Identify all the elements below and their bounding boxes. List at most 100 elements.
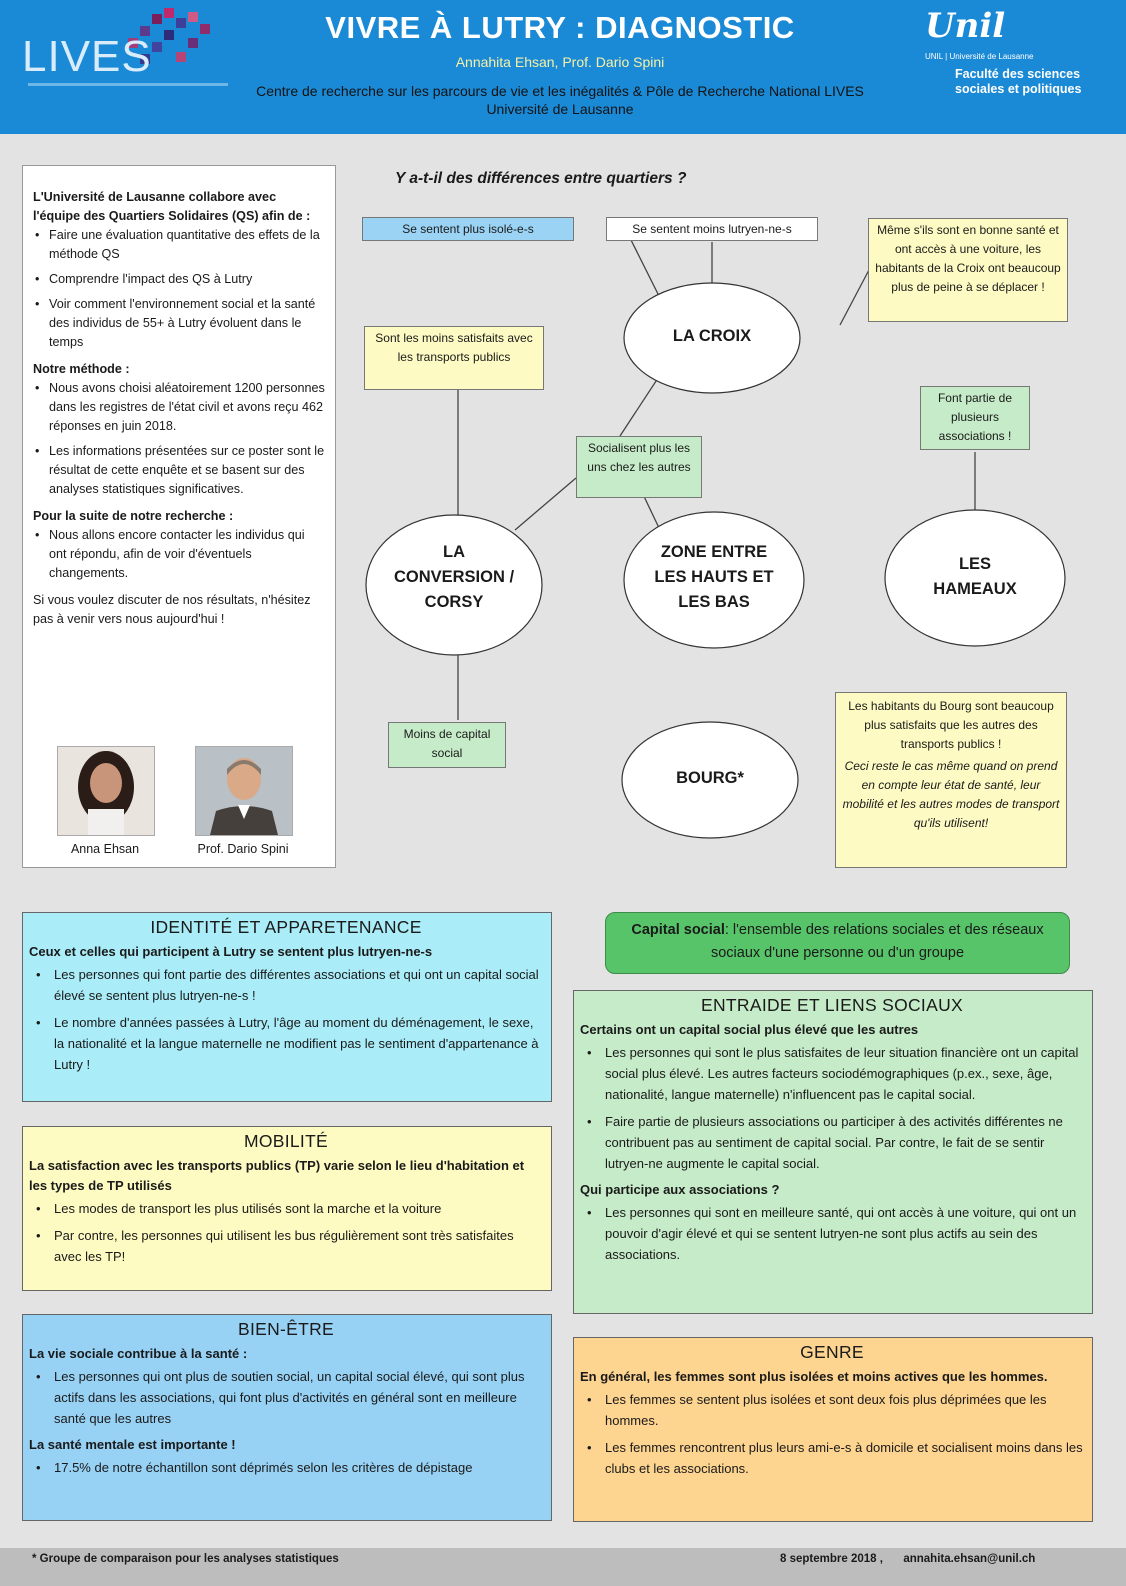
list-item: Les personnes qui font partie des différ…: [29, 964, 543, 1006]
section-title: IDENTITÉ ET APPARETENANCE: [150, 917, 422, 937]
list-item: Faire une évaluation quantitative des ef…: [33, 226, 325, 264]
section-list: Les modes de transport les plus utilisés…: [29, 1198, 543, 1267]
node-label-les-hameaux: LES HAMEAUX: [933, 555, 1017, 598]
next-title: Pour la suite de notre recherche :: [33, 509, 234, 523]
affiliation-line-1: Centre de recherche sur les parcours de …: [256, 83, 864, 99]
footnote: * Groupe de comparaison pour les analyse…: [32, 1553, 339, 1565]
diagram-title: Y a-t-il des différences entre quartiers…: [395, 170, 687, 187]
poster-title: VIVRE À LUTRY : DIAGNOSTIC: [325, 10, 795, 45]
faculty-name: Faculté des sciences sociales et politiq…: [955, 67, 1115, 97]
faculty-line-1: Faculté des sciences: [955, 67, 1081, 81]
unil-logo: Unil UNIL | Université de Lausanne Facul…: [925, 6, 1115, 126]
neighbourhood-diagram: LA CROIX LA CONVERSION / CORSY ZONE ENTR…: [340, 190, 1120, 890]
node-label-la-croix: LA CROIX: [672, 327, 752, 345]
note-bourg-italic: Ceci reste le cas même quand on prend en…: [842, 759, 1060, 830]
connector-line: [619, 374, 661, 437]
intro-lead: L'Université de Lausanne collabore avec …: [33, 190, 311, 223]
node-label-bourg: BOURG*: [676, 769, 744, 787]
section-lead: La vie sociale contribue à la santé :: [29, 1346, 248, 1361]
section-genre: GENRE En général, les femmes sont plus i…: [573, 1337, 1093, 1522]
poster-authors: Annahita Ehsan, Prof. Dario Spini: [455, 54, 665, 70]
section-lead: La satisfaction avec les transports publ…: [29, 1158, 525, 1193]
footer-contact: 8 septembre 2018 , annahita.ehsan@unil.c…: [780, 1553, 1035, 1565]
photo-anna-ehsan: [57, 746, 155, 836]
list-item: Les femmes rencontrent plus leurs ami-e-…: [580, 1437, 1084, 1479]
note-moins-lutryens: Se sentent moins lutryen-ne-s: [606, 217, 818, 241]
section-entraide: ENTRAIDE ET LIENS SOCIAUX Certains ont u…: [573, 990, 1093, 1314]
definition-text: : l'ensemble des relations sociales et d…: [710, 922, 1044, 961]
lives-logo: LIVES: [22, 8, 232, 86]
section-list: Les personnes qui font partie des différ…: [29, 964, 543, 1075]
section-title: GENRE: [800, 1342, 864, 1362]
node-label-zone: ZONE ENTRE LES HAUTS ET LES BAS: [654, 543, 774, 611]
lives-logo-text: LIVES: [22, 32, 152, 81]
affiliation-line-2: Université de Lausanne: [486, 101, 634, 117]
list-item: Nous allons encore contacter les individ…: [33, 526, 325, 583]
node-la-croix: [623, 282, 801, 394]
section-lead: La santé mentale est importante !: [29, 1437, 236, 1452]
node-label-la-conversion: LA CONVERSION / CORSY: [393, 543, 515, 611]
list-item: Les modes de transport les plus utilisés…: [29, 1198, 543, 1219]
unil-logo-line: UNIL | Université de Lausanne: [925, 52, 1034, 61]
poster-affiliation: Centre de recherche sur les parcours de …: [180, 82, 940, 118]
intro-panel: L'Université de Lausanne collabore avec …: [22, 165, 336, 868]
section-lead: Ceux et celles qui participent à Lutry s…: [29, 944, 433, 959]
footer-date: 8 septembre 2018 ,: [780, 1553, 883, 1565]
section-list: Les personnes qui sont en meilleure sant…: [580, 1202, 1084, 1265]
node-la-conversion: [365, 514, 543, 656]
note-bourg-main: Les habitants du Bourg sont beaucoup plu…: [848, 699, 1054, 751]
list-item: Par contre, les personnes qui utilisent …: [29, 1225, 543, 1267]
list-item: Les femmes se sentent plus isolées et so…: [580, 1389, 1084, 1431]
list-item: Faire partie de plusieurs associations o…: [580, 1111, 1084, 1174]
list-item: Le nombre d'années passées à Lutry, l'âg…: [29, 1012, 543, 1075]
section-bien-etre: BIEN-ÊTRE La vie sociale contribue à la …: [22, 1314, 552, 1521]
intro-goals-list: Faire une évaluation quantitative des ef…: [33, 226, 325, 352]
note-moins-capital: Moins de capital social: [388, 722, 506, 768]
connector-line: [839, 267, 871, 326]
next-list: Nous allons encore contacter les individ…: [33, 526, 325, 583]
poster-footer: [0, 1548, 1126, 1586]
note-transports-moins-satisfaits: Sont les moins satisfaits avec les trans…: [364, 326, 544, 390]
photo-label-dario: Prof. Dario Spini: [197, 842, 289, 856]
section-lead: Certains ont un capital social plus élev…: [580, 1022, 919, 1037]
section-list: 17.5% de notre échantillon sont déprimés…: [29, 1457, 543, 1478]
section-list: Les personnes qui sont le plus satisfait…: [580, 1042, 1084, 1174]
section-lead: En général, les femmes sont plus isolées…: [580, 1369, 1048, 1384]
photo-dario-spini: [195, 746, 293, 836]
list-item: Voir comment l'environnement social et l…: [33, 295, 325, 352]
list-item: Les personnes qui ont plus de soutien so…: [29, 1366, 543, 1429]
node-zone: [623, 511, 805, 649]
section-title: ENTRAIDE ET LIENS SOCIAUX: [701, 995, 963, 1015]
photo-label-anna: Anna Ehsan: [70, 842, 140, 856]
section-title: BIEN-ÊTRE: [237, 1319, 335, 1339]
list-item: Comprendre l'impact des QS à Lutry: [33, 270, 325, 289]
definition-term: Capital social: [631, 922, 725, 938]
faculty-line-2: sociales et politiques: [955, 82, 1082, 96]
capital-social-definition: Capital social: l'ensemble des relations…: [605, 912, 1070, 974]
note-socialisent: Socialisent plus les uns chez les autres: [576, 436, 702, 498]
footer-email[interactable]: annahita.ehsan@unil.ch: [903, 1553, 1036, 1565]
unil-logo-script: Unil: [925, 6, 1006, 46]
intro-closing: Si vous voulez discuter de nos résultats…: [33, 593, 311, 626]
note-bourg: Les habitants du Bourg sont beaucoup plu…: [835, 692, 1067, 868]
method-title: Notre méthode :: [33, 362, 130, 376]
section-title: MOBILITÉ: [243, 1131, 329, 1151]
node-bourg: [621, 721, 799, 839]
list-item: Les personnes qui sont le plus satisfait…: [580, 1042, 1084, 1105]
note-plus-isoles: Se sentent plus isolé-e-s: [362, 217, 574, 241]
poster-header: LIVES VIVRE À LUTRY : DIAGNOSTIC Annahit…: [0, 0, 1126, 134]
section-list: Les femmes se sentent plus isolées et so…: [580, 1389, 1084, 1479]
list-item: 17.5% de notre échantillon sont déprimés…: [29, 1457, 543, 1478]
section-identite: IDENTITÉ ET APPARETENANCE Ceux et celles…: [22, 912, 552, 1102]
section-list: Les personnes qui ont plus de soutien so…: [29, 1366, 543, 1429]
node-les-hameaux: [884, 509, 1066, 647]
list-item: Les personnes qui sont en meilleure sant…: [580, 1202, 1084, 1265]
connector-line: [514, 477, 577, 531]
list-item: Les informations présentées sur ce poste…: [33, 442, 325, 499]
note-associations: Font partie de plusieurs associations !: [920, 386, 1030, 450]
note-voiture-croix: Même s'ils sont en bonne santé et ont ac…: [868, 218, 1068, 322]
list-item: Nous avons choisi aléatoirement 1200 per…: [33, 379, 325, 436]
method-list: Nous avons choisi aléatoirement 1200 per…: [33, 379, 325, 499]
section-lead: Qui participe aux associations ?: [580, 1182, 780, 1197]
section-mobilite: MOBILITÉ La satisfaction avec les transp…: [22, 1126, 552, 1291]
